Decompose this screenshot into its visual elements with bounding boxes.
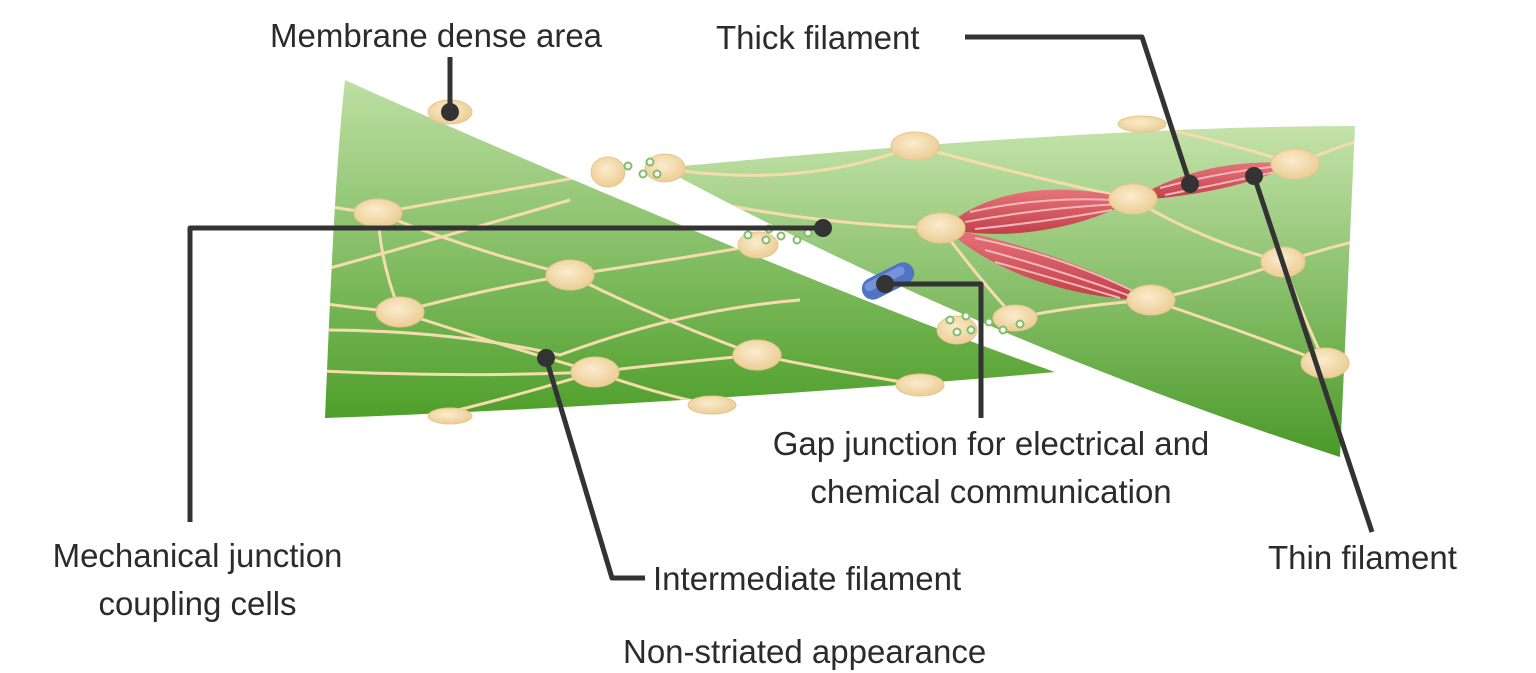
leader-gap-junction xyxy=(885,281,984,418)
leader-thick-filament xyxy=(965,34,1193,185)
caption-non-striated: Non-striated appearance xyxy=(623,633,987,670)
right-smooth-muscle-cell xyxy=(644,115,1355,457)
gap-junction-vesicles xyxy=(623,157,1025,337)
label-gap-junction: Gap junction for electrical and chemical… xyxy=(735,420,1247,516)
label-mechanical-junction-line1: Mechanical junction xyxy=(52,537,343,574)
thick-filament-lower xyxy=(945,228,1151,300)
label-mechanical-junction-line2: coupling cells xyxy=(98,585,297,622)
left-cell-body xyxy=(325,80,1055,418)
label-mechanical-junction: Mechanical junction coupling cells xyxy=(25,532,370,628)
label-thick-filament: Thick filament xyxy=(716,19,920,56)
label-thin-filament: Thin filament xyxy=(1268,539,1457,576)
label-gap-junction-line1: Gap junction for electrical and xyxy=(772,425,1210,462)
label-intermediate-filament: Intermediate filament xyxy=(653,560,962,597)
right-cell-body xyxy=(662,126,1355,457)
leader-lines xyxy=(187,34,1375,581)
left-smooth-muscle-cell xyxy=(325,80,1055,425)
leader-intermediate-filament xyxy=(543,357,645,581)
leader-endpoints xyxy=(441,103,1263,367)
leader-thin-filament xyxy=(1251,175,1375,533)
leader-mechanical-junction xyxy=(187,225,823,522)
label-membrane-dense-area: Membrane dense area xyxy=(270,17,603,54)
label-gap-junction-line2: chemical communication xyxy=(810,473,1172,510)
contractile-fibers xyxy=(945,162,1295,300)
thick-filament-upper xyxy=(945,189,1133,234)
